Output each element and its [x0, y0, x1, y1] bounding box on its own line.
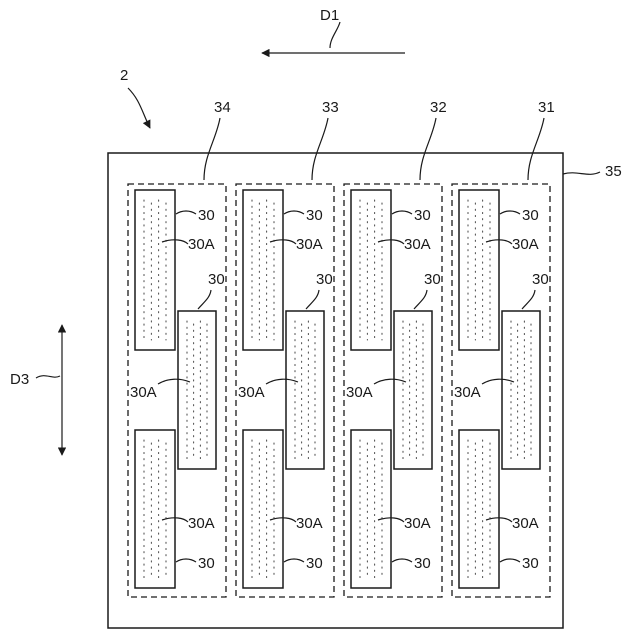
group-31-electrode-middle: [502, 311, 540, 469]
group-32-electrode-bottom: [351, 430, 391, 588]
label-30-bottom: 30: [306, 555, 323, 572]
label-30a-middle: 30A: [130, 384, 157, 401]
group-33-electrode-middle-frame: [286, 311, 324, 469]
group-34-electrode-bottom: [135, 430, 175, 588]
group-33-electrode-top-frame: [243, 190, 283, 350]
group-31-electrode-bottom: [459, 430, 499, 588]
group-31-electrode-top: [459, 190, 499, 350]
group-32-electrode-middle: [394, 311, 432, 469]
label-30a-bottom: 30A: [188, 515, 215, 532]
group-32-electrode-middle-frame: [394, 311, 432, 469]
label-30-middle: 30: [316, 271, 333, 288]
device-reference: 2: [120, 67, 150, 128]
label-30-top: 30: [198, 207, 215, 224]
label-30a-bottom: 30A: [404, 515, 431, 532]
label-30-middle: 30: [208, 271, 225, 288]
label-30a-top: 30A: [296, 236, 323, 253]
label-30a-middle: 30A: [238, 384, 265, 401]
d1-label: D1: [320, 7, 339, 24]
label-30-top: 30: [306, 207, 323, 224]
group-34-electrode-top: [135, 190, 175, 350]
direction-d1: D1: [262, 7, 405, 53]
group-32-electrode-top: [351, 190, 391, 350]
group-33-electrode-middle: [286, 311, 324, 469]
direction-d3: D3: [10, 325, 62, 455]
group-33-electrode-bottom: [243, 430, 283, 588]
d3-leader: [36, 376, 60, 378]
label-30-top: 30: [522, 207, 539, 224]
group-31-label: 31: [538, 99, 555, 116]
group-32-label: 32: [430, 99, 447, 116]
device-ref-label: 2: [120, 67, 128, 84]
label-30a-middle: 30A: [346, 384, 373, 401]
group-33-electrode-top: [243, 190, 283, 350]
group-32-electrode-top-frame: [351, 190, 391, 350]
group-32-electrode-bottom-frame: [351, 430, 391, 588]
group-34-electrode-top-frame: [135, 190, 175, 350]
group-34-electrode-middle: [178, 311, 216, 469]
substrate-leader: [563, 172, 600, 174]
label-30a-top: 30A: [404, 236, 431, 253]
substrate-label: 35: [605, 163, 622, 180]
group-33-electrode-bottom-frame: [243, 430, 283, 588]
label-30a-top: 30A: [188, 236, 215, 253]
group-34-label: 34: [214, 99, 231, 116]
group-34-electrode-bottom-frame: [135, 430, 175, 588]
label-30a-middle: 30A: [454, 384, 481, 401]
d3-label: D3: [10, 371, 29, 388]
label-30-middle: 30: [424, 271, 441, 288]
label-30a-top: 30A: [512, 236, 539, 253]
label-30-middle: 30: [532, 271, 549, 288]
label-30a-bottom: 30A: [296, 515, 323, 532]
group-31-electrode-bottom-frame: [459, 430, 499, 588]
group-34-electrode-middle-frame: [178, 311, 216, 469]
group-31-electrode-top-frame: [459, 190, 499, 350]
group-33-label: 33: [322, 99, 339, 116]
d1-leader: [330, 22, 340, 48]
group-31-electrode-middle-frame: [502, 311, 540, 469]
label-30-bottom: 30: [198, 555, 215, 572]
label-30-top: 30: [414, 207, 431, 224]
label-30a-bottom: 30A: [512, 515, 539, 532]
substrate-reference: 35: [563, 163, 622, 180]
device-ref-arrow: [128, 88, 150, 128]
label-30-bottom: 30: [414, 555, 431, 572]
label-30-bottom: 30: [522, 555, 539, 572]
